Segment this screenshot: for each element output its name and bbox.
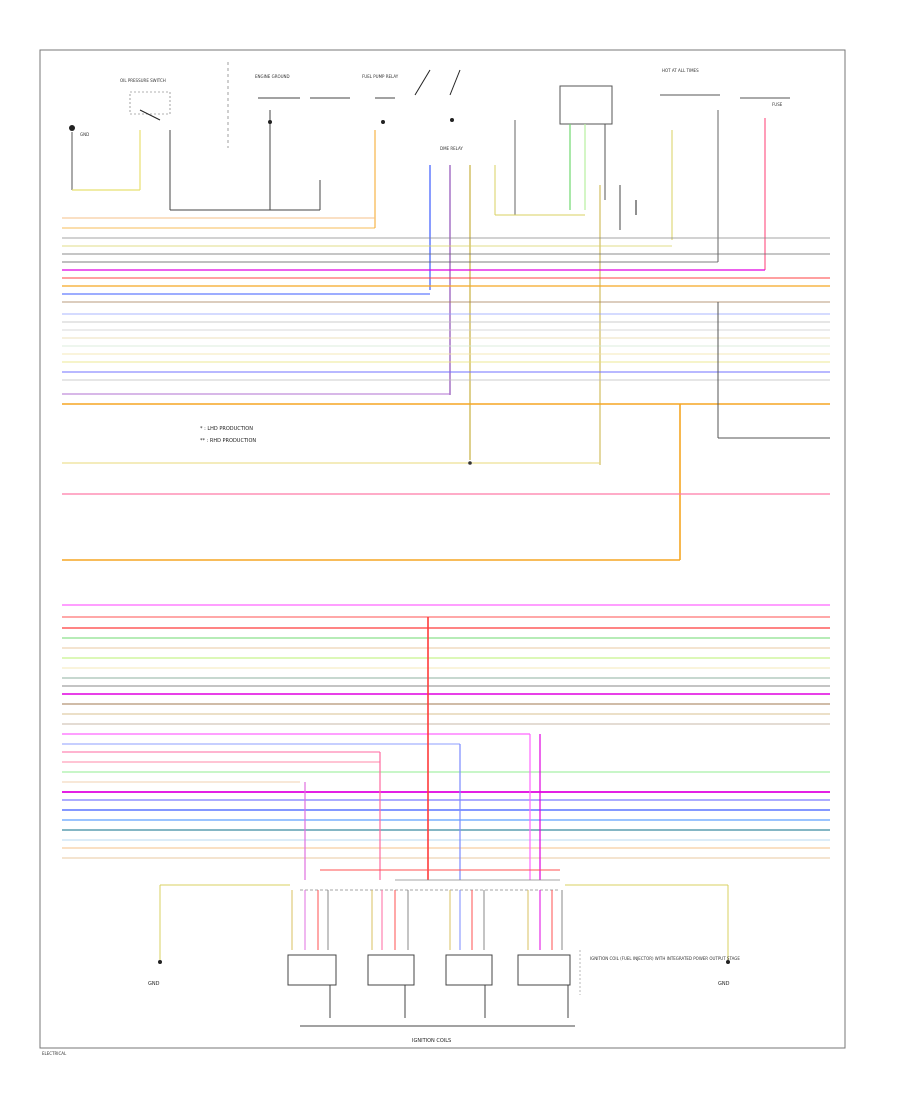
- hot-at-all-times-label: HOT AT ALL TIMES: [662, 68, 699, 73]
- ground-label: GND: [80, 132, 89, 137]
- ignition-coil-4: [517, 890, 581, 1018]
- note-rhd: ** : RHD PRODUCTION: [200, 438, 256, 444]
- fuel-pump-relay-label: FUEL PUMP RELAY: [362, 74, 399, 79]
- engine-ground-component: [258, 97, 300, 210]
- top-bus-wires: [62, 217, 830, 560]
- control-module-box: [495, 85, 637, 465]
- lower-bus-wires: [62, 604, 830, 859]
- ignition-coils-label: IGNITION COILS: [412, 1038, 451, 1044]
- oil-pressure-switch-label: OIL PRESSURE SWITCH: [120, 78, 166, 83]
- coil-note-label: IGNITION COIL (FUEL INJECTOR) WITH INTEG…: [590, 956, 740, 961]
- coil-feed-wires: [300, 617, 560, 891]
- diagram-frame: [39, 49, 846, 1049]
- oil-pressure-sender: [69, 125, 141, 191]
- fuse-label: FUSE: [772, 102, 783, 107]
- middle-long-wires: [62, 461, 830, 561]
- note-lhd: * : LHD PRODUCTION: [200, 426, 253, 432]
- footer-label: ELECTRICAL: [42, 1051, 67, 1056]
- dme-relay-component: [429, 69, 471, 460]
- ground-left-label: GND: [148, 981, 160, 987]
- ignition-coil-2: [367, 890, 415, 1018]
- oil-pressure-switch: [129, 91, 270, 211]
- bottom-left-ground: [158, 884, 290, 964]
- hot-at-all-times-fuses: [660, 94, 790, 270]
- cam-sensor: [270, 97, 350, 211]
- bottom-right-ground: [565, 884, 730, 964]
- ground-right-label: GND: [718, 981, 730, 987]
- fuse-block-component: [494, 120, 516, 215]
- ignition-coil-1: [287, 890, 337, 1018]
- engine-ground-label: ENGINE GROUND: [255, 74, 290, 79]
- dme-relay-label: DME RELAY: [440, 146, 463, 151]
- fuel-pump-relay-component: [374, 69, 431, 228]
- ignition-coil-3: [445, 890, 493, 1018]
